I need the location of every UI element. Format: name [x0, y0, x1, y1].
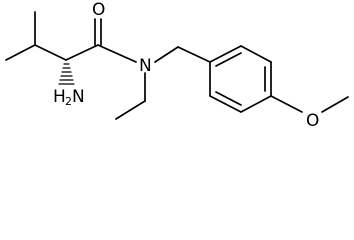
carbonyl-double-bond [94, 18, 102, 46]
bond-methoxy-methyl [321, 96, 349, 113]
ethyl-group [115, 72, 146, 120]
amine-subscript-label: 2 [65, 95, 72, 108]
isopropyl-group [5, 11, 67, 61]
stereo-hash-wedge [58, 63, 75, 85]
amide-nitrogen-label: N [139, 56, 152, 76]
amine-hydrogen-label: H [53, 87, 66, 107]
amine-nitrogen-label: N [72, 87, 85, 107]
carbonyl-oxygen-label: O [92, 0, 105, 20]
bond-carbonyl-nitrogen [97, 44, 137, 63]
bond-isopropyl-alpha [34, 44, 67, 61]
bond-alpha-carbonyl [65, 44, 99, 61]
bond-ring-methoxy [270, 95, 303, 113]
bond-isopropyl-left [5, 44, 36, 61]
benzene-ring [209, 45, 272, 113]
methoxy-oxygen-label: O [306, 111, 319, 131]
bond-benzyl-ring [177, 46, 211, 63]
chemical-structure: O N H 2 N O [5, 0, 349, 131]
amine-group-label: H 2 N [53, 87, 85, 108]
bond-nitrogen-benzyl [154, 46, 179, 63]
